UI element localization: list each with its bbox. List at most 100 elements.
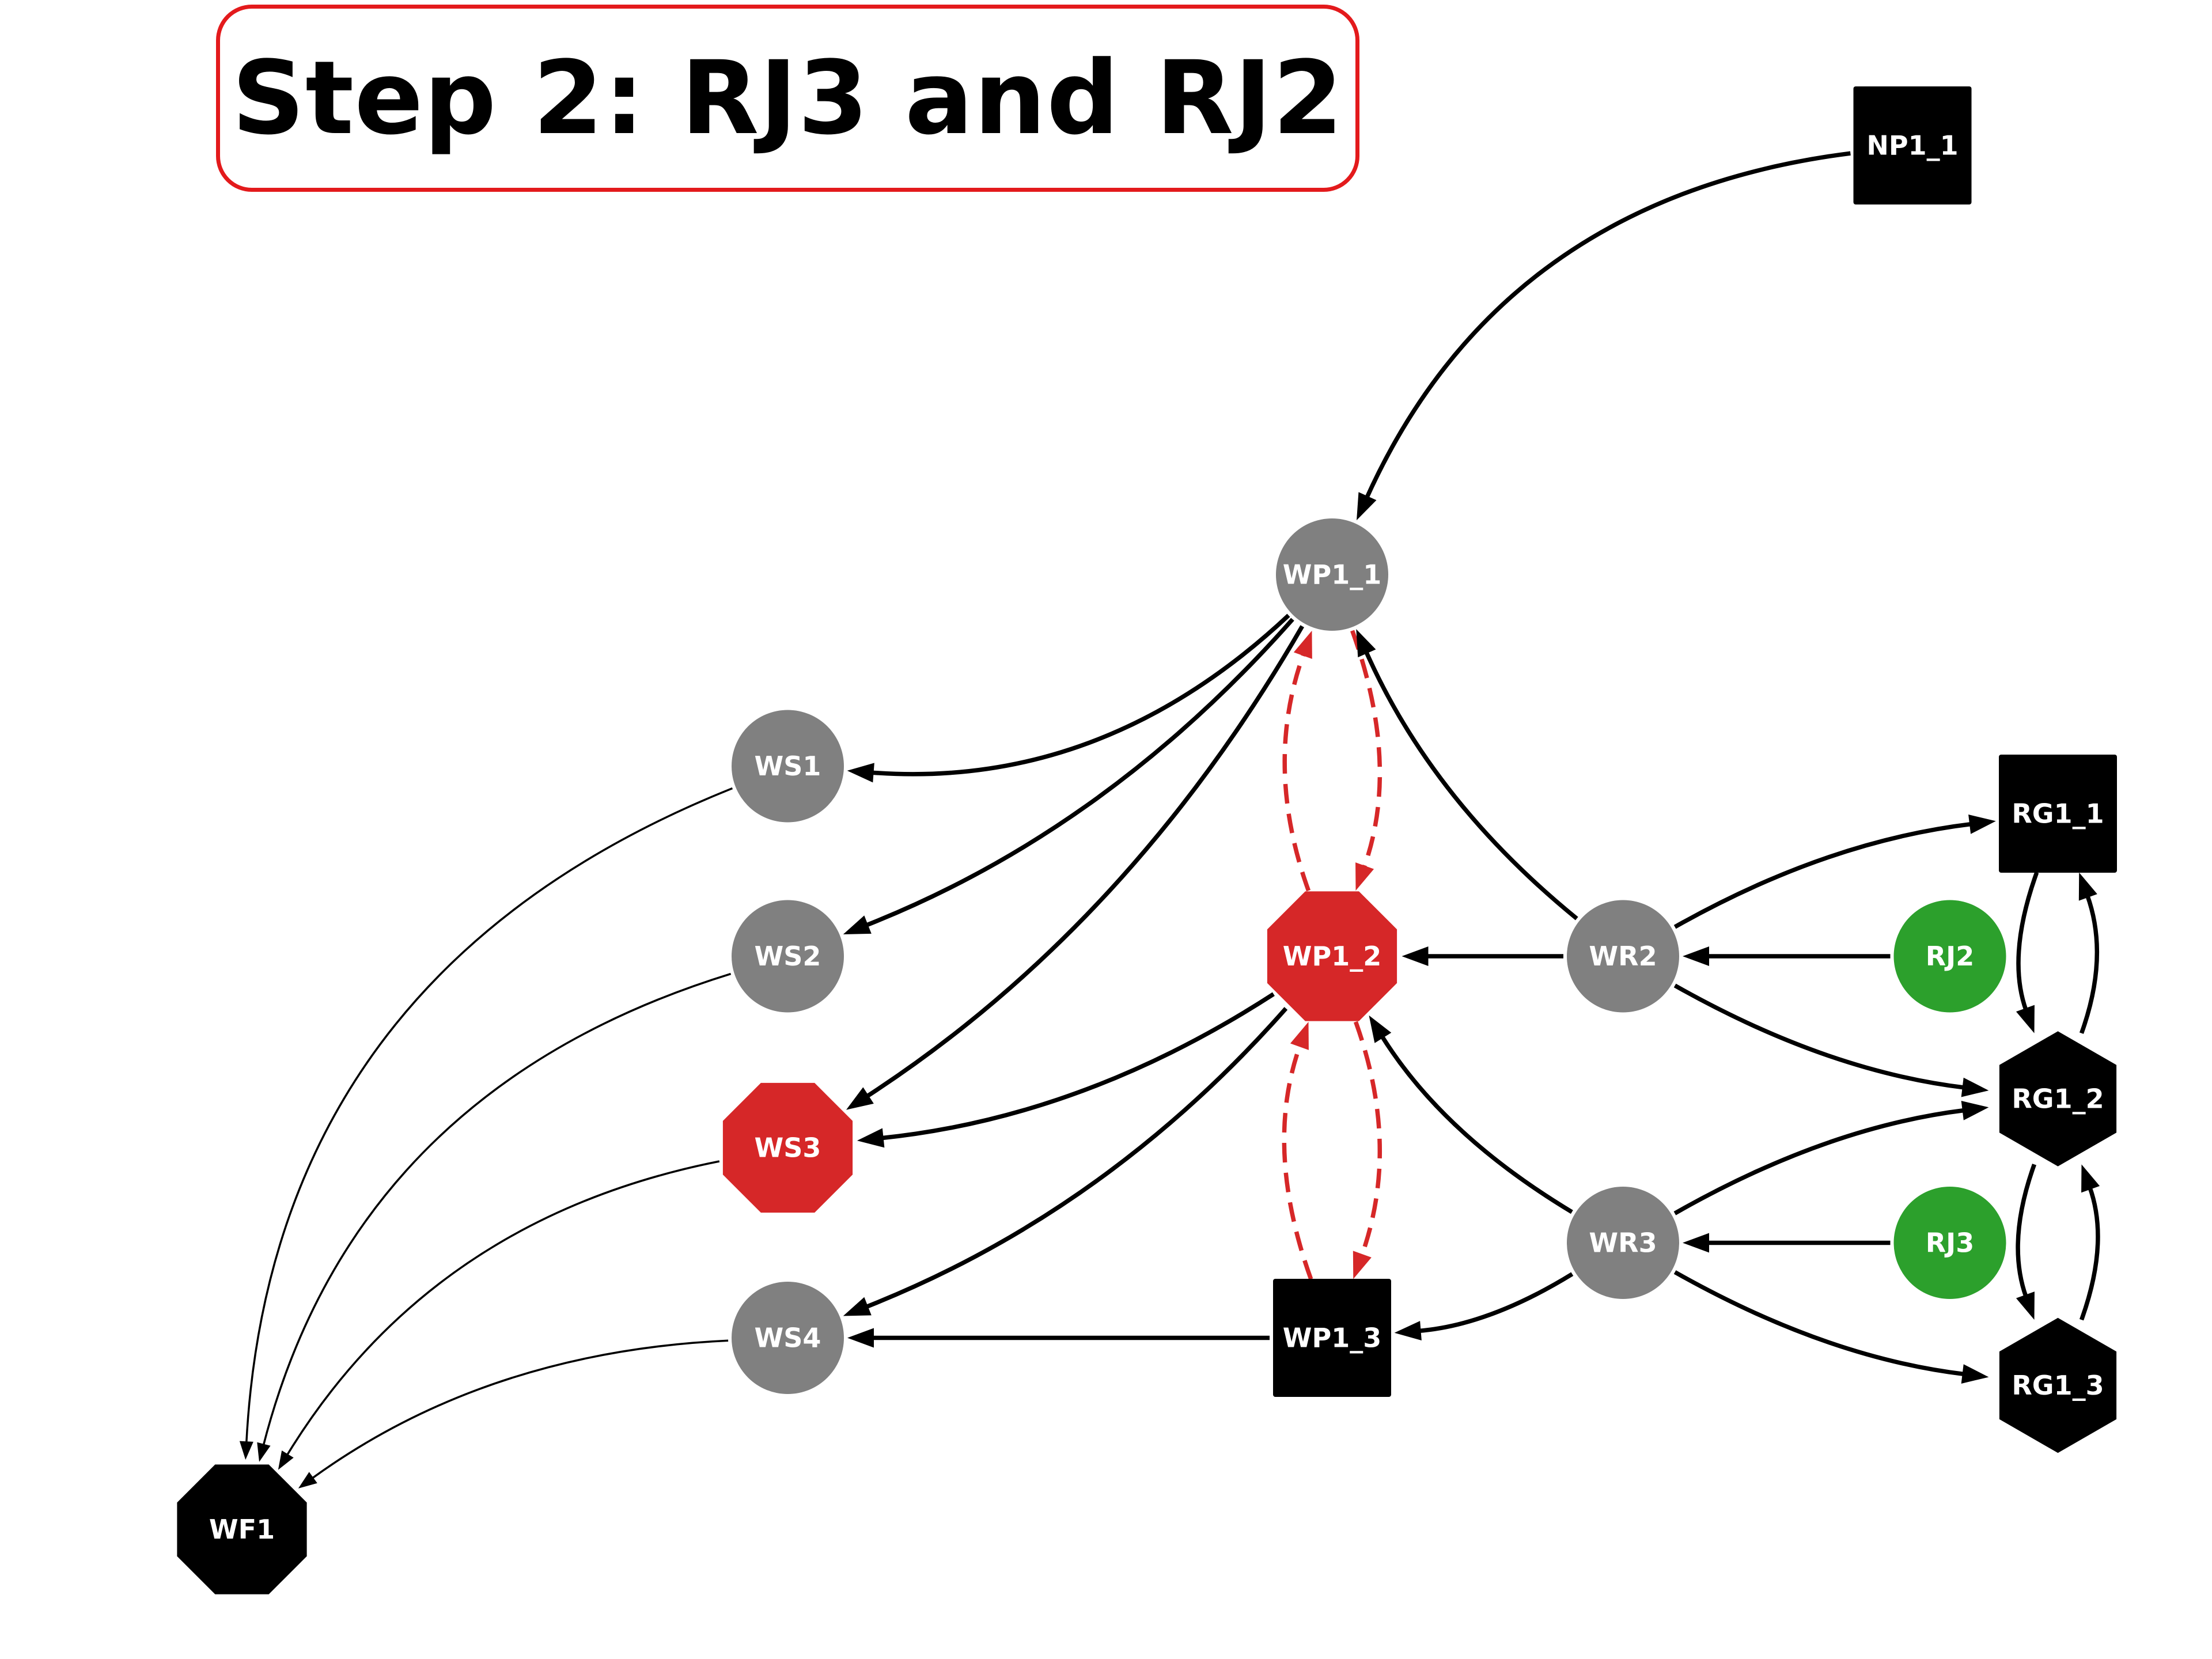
edge-line xyxy=(865,618,1294,928)
node-label: RG1_1 xyxy=(2012,798,2104,830)
edge-line xyxy=(1282,653,1311,892)
node-label: WP1_1 xyxy=(1283,559,1381,590)
arrowhead xyxy=(2078,872,2097,901)
edge-wp1_1-to-wp1_2 xyxy=(1350,630,1382,891)
node-shape xyxy=(722,1082,853,1213)
arrowhead xyxy=(1683,946,1709,966)
edge-line xyxy=(2016,1164,2037,1298)
edge-rj3-to-wr3 xyxy=(1683,1233,1891,1253)
edge-line xyxy=(262,972,732,1447)
edge-line xyxy=(871,613,1290,777)
edge-line xyxy=(1350,630,1382,869)
edge-np1_1-to-wp1_1 xyxy=(1357,151,1851,521)
diagram-title: Step 2: RJ3 and RJ2 xyxy=(232,39,1344,157)
node-label: WR3 xyxy=(1589,1228,1657,1259)
node-shape xyxy=(732,900,844,1013)
node-wp1_1: WP1_1 xyxy=(1276,518,1388,631)
node-label: WR2 xyxy=(1589,941,1657,972)
arrowhead xyxy=(1353,1251,1372,1279)
node-shape xyxy=(1893,900,2006,1013)
edge-rg1_1-to-rg1_2 xyxy=(2016,872,2039,1033)
node-wf1: WF1 xyxy=(177,1464,307,1594)
node-label: RJ2 xyxy=(1926,941,1975,972)
arrowhead xyxy=(1402,946,1429,966)
edge-wp1_1-to-ws3 xyxy=(846,625,1304,1110)
node-shape xyxy=(1273,1279,1391,1397)
edge-line xyxy=(285,1160,720,1457)
edge-wp1_2-to-ws3 xyxy=(857,992,1275,1148)
arrowhead xyxy=(1394,1321,1422,1341)
node-rg1_2: RG1_2 xyxy=(1999,1031,2117,1166)
node-shape xyxy=(1999,1317,2117,1453)
edge-line xyxy=(1364,151,1851,499)
title-box: Step 2: RJ3 and RJ2 xyxy=(216,5,1359,192)
edge-wr3-to-rg1_3 xyxy=(1673,1270,1989,1384)
edge-rg1_2-to-rg1_3 xyxy=(2016,1164,2037,1320)
edge-ws3-to-wf1 xyxy=(278,1160,720,1470)
node-wr3: WR3 xyxy=(1567,1187,1679,1299)
edge-line xyxy=(2079,1186,2100,1321)
nodes-layer: NP1_1WP1_1WS1WS2WS3WS4WP1_2WP1_3WR2WR3RJ… xyxy=(177,86,2117,1594)
edge-line xyxy=(865,1007,1288,1309)
node-ws1: WS1 xyxy=(732,710,844,823)
node-ws2: WS2 xyxy=(732,900,844,1013)
edge-line xyxy=(245,787,733,1444)
edge-line xyxy=(2079,894,2100,1034)
node-wp1_2: WP1_2 xyxy=(1267,891,1397,1021)
edge-line xyxy=(1673,1108,1965,1215)
arrowhead xyxy=(843,915,872,935)
node-shape xyxy=(1267,891,1397,1021)
node-label: RG1_3 xyxy=(2012,1370,2104,1401)
arrowhead xyxy=(278,1450,294,1470)
edge-line xyxy=(2016,872,2039,1012)
arrowhead xyxy=(2081,1164,2100,1193)
node-label: RG1_2 xyxy=(2012,1084,2104,1115)
edge-wr2-to-wp1_1 xyxy=(1356,629,1578,921)
arrowhead xyxy=(847,763,874,783)
node-label: NP1_1 xyxy=(1866,130,1958,161)
edge-wp1_1-to-ws1 xyxy=(847,613,1290,783)
edge-wr2-to-rg1_2 xyxy=(1673,983,1989,1097)
edge-wr3-to-wp1_3 xyxy=(1394,1272,1574,1341)
node-label: RJ3 xyxy=(1926,1228,1975,1259)
edge-ws2-to-wf1 xyxy=(257,972,732,1462)
edge-rj2-to-wr2 xyxy=(1683,946,1891,966)
edge-line xyxy=(1380,1035,1573,1214)
node-shape xyxy=(177,1464,307,1594)
arrowhead xyxy=(1293,630,1312,659)
node-label: WP1_2 xyxy=(1283,941,1381,972)
arrowhead xyxy=(239,1441,253,1460)
edges-layer xyxy=(239,151,2100,1488)
edge-wr3-to-wp1_2 xyxy=(1369,1015,1573,1214)
arrowhead xyxy=(2016,1291,2035,1320)
node-rj2: RJ2 xyxy=(1893,900,2006,1013)
edge-wp1_3-to-wp1_2 xyxy=(1282,1021,1313,1280)
arrowhead xyxy=(298,1472,317,1488)
arrowhead xyxy=(857,1128,885,1148)
node-shape xyxy=(1567,1187,1679,1299)
node-shape xyxy=(732,710,844,823)
edge-ws1-to-wf1 xyxy=(239,787,733,1460)
arrowhead xyxy=(1961,1077,1989,1097)
node-shape xyxy=(1853,86,1972,204)
edge-line xyxy=(1673,983,1965,1090)
node-np1_1: NP1_1 xyxy=(1853,86,1972,204)
node-shape xyxy=(1567,900,1679,1013)
edge-wp1_2-to-wp1_3 xyxy=(1353,1021,1382,1279)
edge-ws4-to-wf1 xyxy=(298,1339,729,1488)
node-shape xyxy=(732,1282,844,1394)
node-shape xyxy=(1893,1187,2006,1299)
edge-line xyxy=(1418,1272,1574,1334)
arrowhead xyxy=(1290,1021,1309,1050)
edge-line xyxy=(1353,1021,1382,1257)
arrowhead xyxy=(1357,492,1377,521)
node-ws3: WS3 xyxy=(722,1082,853,1213)
node-shape xyxy=(1276,518,1388,631)
node-rg1_3: RG1_3 xyxy=(1999,1317,2117,1453)
edge-wr3-to-rg1_2 xyxy=(1673,1101,1989,1215)
node-label: WS4 xyxy=(755,1323,821,1354)
node-ws4: WS4 xyxy=(732,1282,844,1394)
edge-line xyxy=(865,625,1304,1099)
arrowhead xyxy=(1355,862,1374,891)
